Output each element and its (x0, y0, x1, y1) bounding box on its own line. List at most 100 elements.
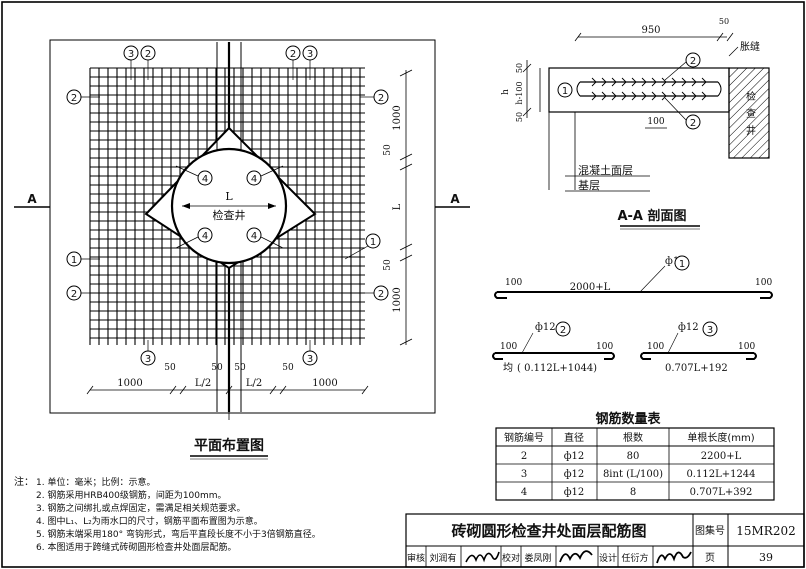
callout-1-right: 1 (344, 233, 381, 260)
dim-h: h (501, 89, 511, 95)
slab-bar-mark (601, 77, 607, 87)
svg-text:3: 3 (128, 49, 134, 60)
design-signature (656, 551, 692, 564)
dim-50-top: 50 (719, 17, 729, 26)
dim-1000-right: 1000 (312, 378, 337, 389)
review-name: 刘润有 (429, 552, 456, 564)
dim-50-sec-top: 50 (515, 63, 524, 73)
dim-vertical-right (399, 69, 413, 346)
bar-shape-3 (640, 352, 757, 360)
bar2-prefix: 均 (503, 362, 513, 374)
slab-bar-mark (641, 91, 647, 101)
dim-1000-upper: 1000 (392, 105, 403, 130)
table-cell: 80 (627, 451, 640, 462)
design-name: 任衍方 (621, 552, 648, 564)
slab-bar-mark (621, 91, 627, 101)
svg-text:2: 2 (560, 325, 566, 336)
dim-950: 950 (641, 25, 660, 36)
page-number: 39 (759, 551, 773, 564)
label-expansion-joint: 胀缝 (740, 40, 760, 53)
table-title: 钢筋数量表 (595, 411, 661, 427)
note-line: 3. 钢筋之间绑扎或点焊固定，需满足相关规范要求。 (36, 502, 245, 514)
label-base-layer: 基层 (578, 179, 600, 192)
svg-text:2: 2 (690, 56, 696, 67)
review-label: 审核 (407, 552, 425, 564)
section-callout-2-top: 2 (664, 52, 701, 81)
bar2-hook-right: 100 (596, 342, 613, 352)
callout-1-left: 1 (66, 251, 100, 267)
bar3-hook-left: 100 (647, 342, 664, 352)
bar3-spec: ф12 (678, 322, 699, 333)
dim-l2-left: L/2 (195, 378, 211, 389)
bar2-hook-left: 100 (500, 342, 517, 352)
section-mark-left: A (27, 192, 37, 206)
atlas-number: 15MR202 (736, 524, 796, 538)
slab-bar-mark (681, 91, 687, 101)
callout-3-top: 3 (123, 45, 139, 80)
callout-2-right-top: 2 (360, 89, 389, 105)
dim-50-lower: 50 (383, 259, 393, 271)
dim-50-upper: 50 (383, 144, 393, 156)
slab-bar-mark (701, 77, 707, 87)
slab-bar-mark (641, 77, 647, 87)
slab-outline (49, 39, 436, 414)
table-cell: ф12 (564, 487, 585, 498)
table-header-cell: 直径 (564, 431, 584, 444)
svg-text:2: 2 (378, 289, 384, 300)
table-cell: 0.112L+1244 (686, 469, 755, 480)
table-cell: 8int (L/100) (603, 469, 663, 480)
arrow-right (268, 203, 276, 209)
bar1-length: 2000+L (570, 282, 611, 293)
callout-2-right-bottom: 2 (360, 285, 389, 301)
note-line: 6. 本图适用于跨缝式砖砌圆形检查井处面层配筋。 (36, 541, 236, 553)
svg-text:1: 1 (370, 237, 376, 248)
slab-bar-mark (701, 91, 707, 101)
notes-prefix: 注： (14, 475, 34, 488)
slab-bar-mark (611, 77, 617, 87)
slab-bar-mark (691, 91, 697, 101)
note-line: 5. 钢筋末端采用180° 弯钩形式，弯后平直段长度不小于3倍钢筋直径。 (36, 528, 321, 540)
bar-shape-1 (494, 291, 773, 299)
slab-bar-mark (631, 77, 637, 87)
dim-1000-lower: 1000 (392, 287, 403, 312)
svg-text:4: 4 (251, 174, 257, 185)
design-label: 设计 (599, 552, 617, 564)
table-cell: ф12 (564, 451, 585, 462)
section-mark-right: A (450, 192, 460, 206)
check-name: 娄凤刚 (524, 552, 551, 564)
table-cell: 0.707L+392 (690, 487, 753, 498)
svg-text:1: 1 (71, 255, 77, 266)
bar2-spec: ф12 (535, 322, 556, 333)
label-manhole-3: 井 (746, 124, 756, 137)
center-label-name: 检查井 (213, 208, 246, 222)
dim-1000-left: 1000 (117, 378, 142, 389)
svg-text:2: 2 (71, 93, 77, 104)
dim-h-100: h-100 (515, 81, 524, 104)
slab-bar-mark (681, 77, 687, 87)
label-manhole-2: 查 (746, 107, 756, 120)
concrete-slab (548, 67, 730, 113)
dim-50-center-right: 50 (234, 363, 246, 373)
dim-50-center-left: 50 (211, 363, 223, 373)
slab-bar-dots (591, 77, 707, 101)
dim-50-left: 50 (164, 363, 176, 373)
note-line: 4. 图中L₁、L₂为雨水口的尺寸，钢筋平面布置图为示意。 (36, 515, 263, 527)
svg-text:1: 1 (679, 259, 685, 270)
callout-4-ul: 4 (175, 165, 213, 186)
slab-bar-mark (611, 91, 617, 101)
page-label: 页 (705, 552, 715, 564)
table-cell: 2 (521, 451, 527, 462)
slab-bar-mark (631, 91, 637, 101)
bar1-hook-right: 100 (755, 278, 772, 288)
svg-text:3: 3 (307, 49, 313, 60)
section-view: 950 50 检 查 井 胀缝 混凝土面层 基层 h 50 h-100 50 (501, 17, 770, 230)
svg-text:2: 2 (690, 118, 696, 129)
bar-shape-2 (492, 352, 615, 360)
slab-bar-mark (671, 77, 677, 87)
table-header-cell: 单根长度(mm) (687, 431, 754, 444)
callout-2-left-bottom: 2 (66, 285, 100, 301)
bar2-tag (555, 321, 571, 337)
svg-text:3: 3 (707, 325, 713, 336)
